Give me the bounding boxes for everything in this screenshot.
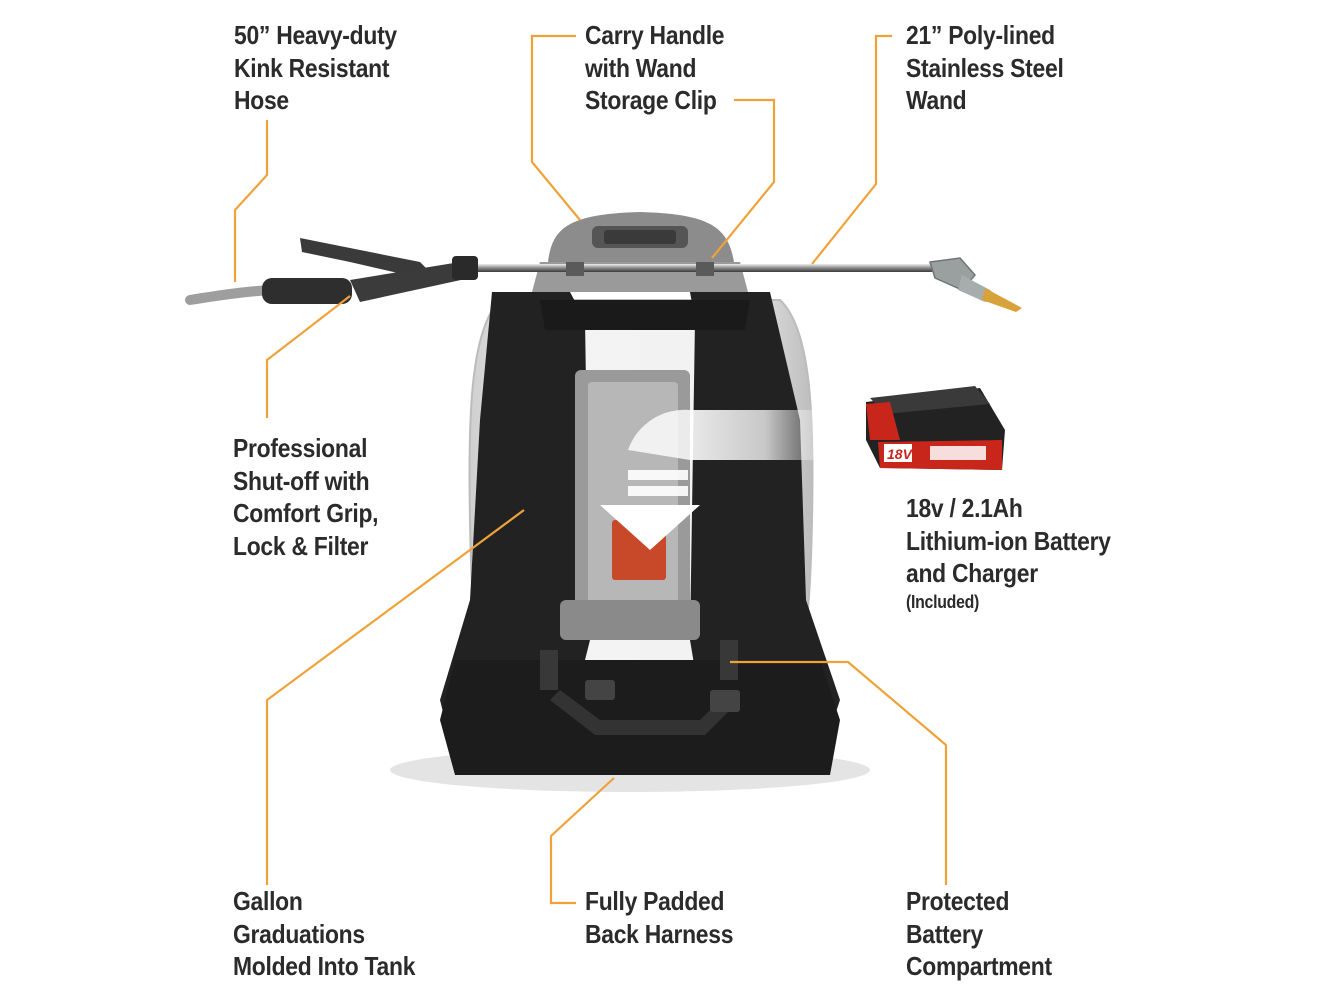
battery-insert-arrow	[600, 409, 840, 550]
battery-pack	[866, 386, 1005, 470]
callout-harness-line-1: Fully Padded	[585, 886, 725, 916]
callout-handle: Carry Handle with Wand Storage Clip	[585, 19, 725, 117]
callout-graduations-line-1: Gallon	[233, 886, 303, 916]
leader-wand	[811, 34, 892, 265]
callout-battery: 18v / 2.1Ah Lithium-ion Battery and Char…	[906, 492, 1111, 614]
callout-wand: 21” Poly-lined Stainless Steel Wand	[906, 19, 1064, 117]
leader-shutoff	[265, 295, 351, 418]
callout-handle-line-1: Carry Handle	[585, 20, 725, 50]
wand	[475, 257, 1022, 312]
callout-harness: Fully Padded Back Harness	[585, 885, 733, 950]
leader-harness	[549, 777, 615, 905]
callout-wand-line-1: 21” Poly-lined	[906, 20, 1055, 50]
callout-shutoff: Professional Shut-off with Comfort Grip,…	[233, 432, 379, 562]
callout-hose-line-1: 50” Heavy-duty	[234, 20, 397, 50]
callout-wand-line-3: Wand	[906, 85, 967, 115]
callout-handle-line-2: with Wand	[585, 52, 697, 83]
callout-battery-note: (Included)	[906, 591, 980, 612]
callout-compartment-line-2: Battery	[906, 918, 983, 949]
callout-shutoff-line-3: Comfort Grip,	[233, 498, 379, 528]
callout-shutoff-line-2: Shut-off with	[233, 465, 370, 496]
callout-hose-line-2: Kink Resistant	[234, 52, 390, 83]
callout-battery-line-2: Lithium-ion Battery	[906, 525, 1111, 556]
leader-compartment	[730, 660, 948, 885]
shut-off-gun	[262, 238, 478, 304]
callout-handle-line-3: Storage Clip	[585, 85, 717, 115]
callout-graduations-line-3: Molded Into Tank	[233, 951, 416, 981]
callout-hose-line-3: Hose	[234, 85, 289, 115]
hose	[185, 285, 275, 305]
callout-hose: 50” Heavy-duty Kink Resistant Hose	[234, 19, 397, 117]
leader-clip	[711, 98, 776, 259]
callout-graduations: Gallon Graduations Molded Into Tank	[233, 885, 415, 983]
callout-harness-line-2: Back Harness	[585, 918, 734, 949]
callout-compartment: Protected Battery Compartment	[906, 885, 1052, 983]
leader-hose	[233, 120, 269, 282]
callout-compartment-line-1: Protected	[906, 886, 1010, 916]
callout-shutoff-line-4: Lock & Filter	[233, 530, 369, 561]
callout-wand-line-2: Stainless Steel	[906, 52, 1064, 83]
battery-badge: 18V	[887, 446, 914, 462]
callout-shutoff-line-1: Professional	[233, 433, 368, 463]
callout-battery-line-1: 18v / 2.1Ah	[906, 493, 1023, 523]
callout-battery-line-3: and Charger	[906, 558, 1038, 588]
callout-compartment-line-3: Compartment	[906, 951, 1052, 981]
callout-graduations-line-2: Graduations	[233, 918, 365, 949]
leader-handle	[530, 34, 581, 221]
leader-lines	[233, 34, 948, 905]
leader-graduations	[265, 509, 525, 885]
